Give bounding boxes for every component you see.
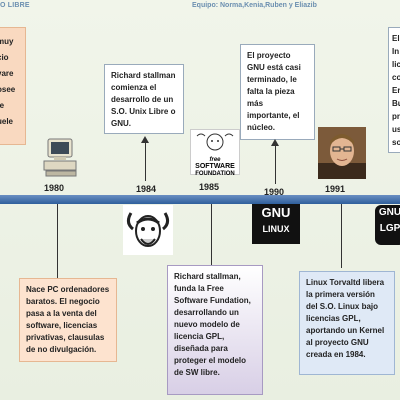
event-fragment-line: co — [392, 73, 400, 82]
event-fragment-line: Bu — [392, 99, 400, 108]
gnu-lgpl-logo-top: GNU — [378, 207, 400, 218]
event-1984-text: Richard stallman comienza el desarrollo … — [111, 71, 176, 128]
year-label: 1980 — [44, 183, 65, 193]
connector-1990 — [275, 144, 276, 184]
header-team: Equipo: Norma,Kenia,Ruben y Eliazib — [192, 2, 317, 9]
connector-1985 — [211, 204, 212, 266]
event-fragment-line: pr — [392, 112, 400, 121]
arrow-up-icon — [141, 136, 149, 143]
event-fragment-line: vare — [0, 69, 14, 78]
fsf-logo: free SOFTWARE FOUNDATION — [190, 129, 240, 177]
fsf-logo-line1: free — [209, 157, 221, 163]
gnu-linux-logo-bottom: LINUX — [262, 224, 290, 234]
event-fragment-line: so — [392, 138, 400, 147]
event-fragment-line: In — [392, 47, 400, 56]
arrow-up-icon — [271, 139, 279, 146]
event-fragment-line: us — [392, 125, 400, 134]
connector-1984 — [145, 141, 146, 181]
event-fragment-line: uele — [0, 117, 14, 126]
linus-photo — [318, 127, 366, 179]
gnu-lgpl-logo: GNU LGP — [375, 205, 400, 245]
event-box-1980: Nace PC ordenadores baratos. El negocio … — [19, 278, 117, 362]
event-fragment-line: te — [0, 101, 5, 110]
event-box-1991: Linux Torvaltd libera la primera versión… — [299, 271, 395, 375]
gnu-lgpl-logo-bottom: LGP — [379, 223, 400, 234]
event-1980-text: Nace PC ordenadores baratos. El negocio … — [26, 285, 110, 354]
event-fragment-line: Er — [392, 86, 400, 95]
year-label: 1985 — [199, 182, 220, 192]
header-title: O LIBRE — [0, 2, 30, 9]
event-fragment-line: lic — [392, 60, 400, 69]
year-label: 1991 — [325, 184, 346, 194]
connector-1991 — [341, 204, 342, 268]
gnu-logo — [123, 205, 173, 255]
event-box-top-left: muy cio vare osee te uele — [0, 27, 26, 145]
event-box-top-right: El In lic co Er Bu pr us so — [388, 27, 400, 153]
fsf-logo-line3: FOUNDATION — [195, 171, 235, 177]
year-label: 1984 — [136, 184, 157, 194]
event-fragment-line: osee — [0, 85, 16, 94]
gnu-linux-logo: GNU LINUX — [252, 204, 300, 244]
computer-icon — [43, 138, 77, 177]
event-1985-text: Richard stallman, funda la Free Software… — [174, 272, 251, 377]
fsf-logo-line2: SOFTWARE — [195, 163, 235, 170]
event-box-1985: Richard stallman, funda la Free Software… — [167, 265, 263, 395]
event-1991-text: Linux Torvaltd libera la primera versión… — [306, 278, 385, 359]
connector-1980 — [57, 204, 58, 278]
event-fragment-line: El — [392, 34, 400, 43]
year-label: 1990 — [264, 187, 285, 197]
event-box-1990: El proyecto GNU está casi terminado, le … — [240, 44, 315, 140]
event-fragment-line: muy — [0, 37, 14, 46]
event-fragment-line: cio — [0, 53, 9, 62]
gnu-linux-logo-top: GNU — [261, 205, 291, 220]
timeline-axis — [0, 195, 400, 204]
gnu-head-icon — [196, 133, 234, 151]
event-1990-text: El proyecto GNU está casi terminado, le … — [247, 51, 301, 132]
event-box-1984: Richard stallman comienza el desarrollo … — [104, 64, 184, 134]
